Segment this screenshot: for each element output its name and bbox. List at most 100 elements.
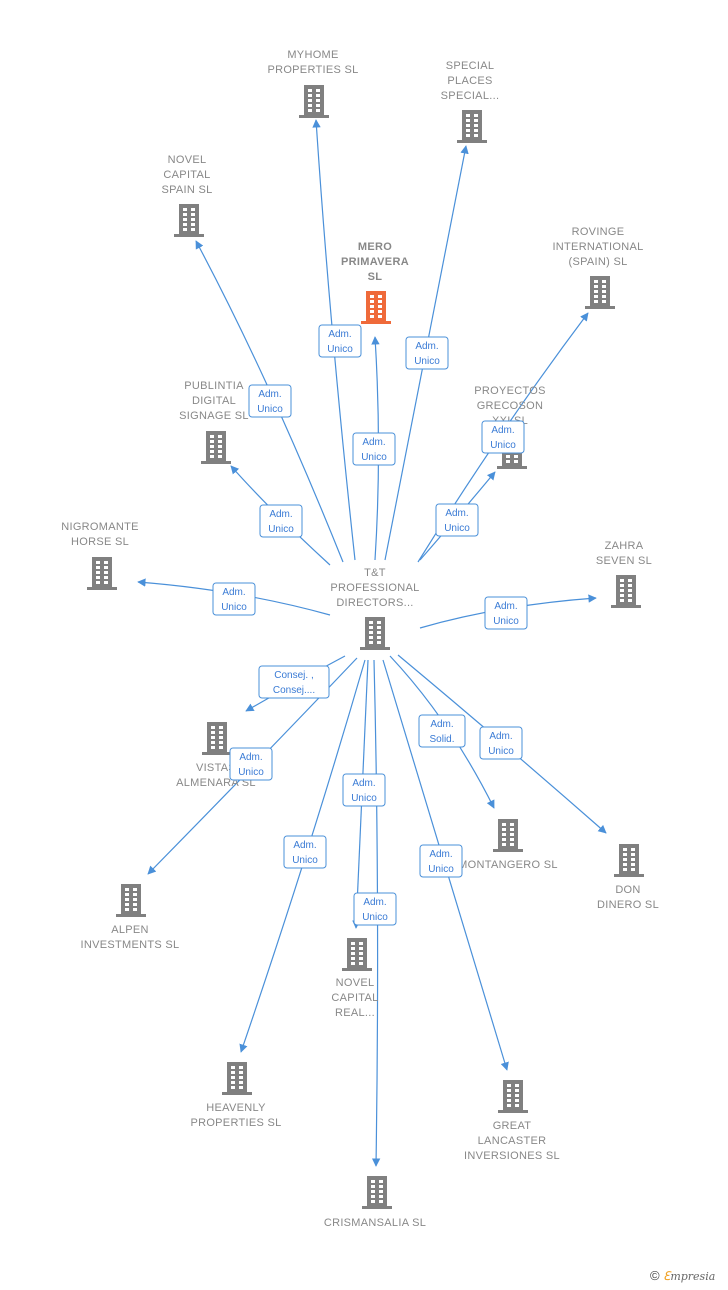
edge-label-alpen[interactable]: Adm.Unico: [229, 747, 273, 781]
edge-label-text: Adm.: [429, 849, 452, 860]
edge-label-text: Adm.: [293, 840, 316, 851]
node-zahra[interactable]: ZAHRA SEVEN SL: [596, 540, 652, 608]
building-icon: [493, 819, 523, 852]
edge-label-text: Adm.: [445, 508, 468, 519]
edge-label-text: Unico: [362, 912, 388, 923]
edge-label-text: Unico: [292, 855, 318, 866]
node-label-myhome: MYHOME: [287, 49, 338, 61]
node-label-novelcap: SPAIN SL: [161, 184, 212, 196]
node-label-zahra: ZAHRA: [605, 540, 644, 552]
node-label-myhome: PROPERTIES SL: [267, 64, 358, 76]
node-label-montangero: MONTANGERO SL: [458, 859, 558, 871]
empresia-e-mark: ℇ: [662, 1269, 671, 1283]
node-don[interactable]: DON DINERO SL: [597, 844, 659, 911]
edge-label-text: Adm.: [239, 752, 262, 763]
edge-label-text: Adm.: [269, 509, 292, 520]
node-label-novelcap: CAPITAL: [163, 169, 210, 181]
edge-label-novelreal[interactable]: Adm.Unico: [342, 773, 386, 807]
edge-label-montangero[interactable]: Adm. Solid.: [418, 714, 466, 748]
edge-label-text: Solid.: [429, 734, 454, 745]
edge-label-zahra[interactable]: Adm.Unico: [484, 596, 528, 630]
node-novelreal[interactable]: NOVELCAPITALREAL...: [331, 938, 378, 1019]
edge-label-nigromante[interactable]: Adm.Unico: [212, 582, 256, 616]
edge-label-myhome[interactable]: Adm.Unico: [318, 324, 362, 358]
node-label-publintia: PUBLINTIA: [184, 380, 244, 392]
edge-label-text: Unico: [444, 523, 470, 534]
building-icon: [202, 722, 232, 755]
edge-label-text: Unico: [493, 616, 519, 627]
edge-label-text: Adm.: [415, 341, 438, 352]
edge-label-vistas[interactable]: Consej. ,Consej....: [258, 665, 330, 699]
edge-label-text: Unico: [414, 356, 440, 367]
building-icon: [611, 575, 641, 608]
edge-label-special[interactable]: Adm. Unico: [405, 336, 449, 370]
node-special[interactable]: SPECIALPLACESSPECIAL...: [441, 60, 500, 143]
node-label-tt: DIRECTORS...: [336, 597, 413, 609]
copyright-icon: ©: [650, 1268, 660, 1283]
building-icon: [498, 1080, 528, 1113]
building-icon: [299, 85, 329, 118]
node-label-tt: T&T: [364, 567, 386, 579]
edge-label-great[interactable]: Adm.Unico: [419, 844, 463, 878]
node-label-mero: SL: [368, 271, 383, 283]
node-label-publintia: DIGITAL: [192, 395, 236, 407]
edge-label-text: Adm.: [363, 897, 386, 908]
edge-label-publintia[interactable]: Adm. Unico: [259, 504, 303, 538]
node-label-novelreal: CAPITAL: [331, 992, 378, 1004]
edge-label-text: Unico: [268, 524, 294, 535]
edge-label-rovinge[interactable]: Adm.Unico: [481, 420, 525, 454]
node-tt[interactable]: T&T PROFESSIONAL DIRECTORS...: [330, 567, 419, 650]
edge-label-text: Unico: [221, 602, 247, 613]
edge-label-text: Consej. ,: [274, 670, 313, 681]
node-label-vistas: VISTAS: [196, 762, 236, 774]
node-label-don: DINERO SL: [597, 899, 659, 911]
node-crismansalia[interactable]: CRISMANSALIA SL: [324, 1176, 426, 1229]
node-label-crismansalia: CRISMANSALIA SL: [324, 1217, 426, 1229]
node-myhome[interactable]: MYHOME PROPERTIES SL: [267, 49, 358, 118]
node-label-great: INVERSIONES SL: [464, 1150, 560, 1162]
edge-label-crismansalia[interactable]: Adm. Unico: [353, 892, 397, 926]
building-icon: [585, 276, 615, 309]
building-icon: [342, 938, 372, 971]
edge-label-text: Adm.: [352, 778, 375, 789]
node-label-rovinge: (SPAIN) SL: [568, 256, 627, 268]
edge-label-mero[interactable]: Adm.Unico: [352, 432, 396, 466]
building-icon: [360, 617, 390, 650]
edge-label-text: Adm.: [258, 389, 281, 400]
building-icon: [614, 844, 644, 877]
building-icon: [457, 110, 487, 143]
node-label-special: SPECIAL...: [441, 90, 500, 102]
node-label-nigromante: HORSE SL: [71, 536, 129, 548]
node-label-rovinge: ROVINGE: [572, 226, 625, 238]
empresia-logo[interactable]: © ℇmpresia: [650, 1268, 715, 1283]
edge-label-text: Adm.: [489, 731, 512, 742]
edge-label-text: Unico: [257, 404, 283, 415]
node-label-don: DON: [615, 884, 640, 896]
edge-label-don[interactable]: Adm. Unico: [479, 726, 523, 760]
building-icon: [116, 884, 146, 917]
node-label-mero: MERO: [358, 241, 392, 253]
edge-label-text: Unico: [488, 746, 514, 757]
empresia-wordmark: mpresia: [670, 1270, 716, 1283]
edge-label-novelcap[interactable]: Adm. Unico: [248, 384, 292, 418]
edge-label-proyectos[interactable]: Adm. Unico: [435, 503, 479, 537]
node-label-heavenly: HEAVENLY: [206, 1102, 266, 1114]
edge-label-text: Adm.: [328, 329, 351, 340]
node-label-tt: PROFESSIONAL: [330, 582, 419, 594]
edge-label-text: Adm.: [430, 719, 453, 730]
edge-label-text: Adm.: [491, 425, 514, 436]
node-label-zahra: SEVEN SL: [596, 555, 652, 567]
node-montangero[interactable]: MONTANGERO SL: [458, 819, 558, 871]
node-label-novelreal: REAL...: [335, 1007, 375, 1019]
building-icon: [174, 204, 204, 237]
edge-label-heavenly[interactable]: Adm. Unico: [283, 835, 327, 869]
